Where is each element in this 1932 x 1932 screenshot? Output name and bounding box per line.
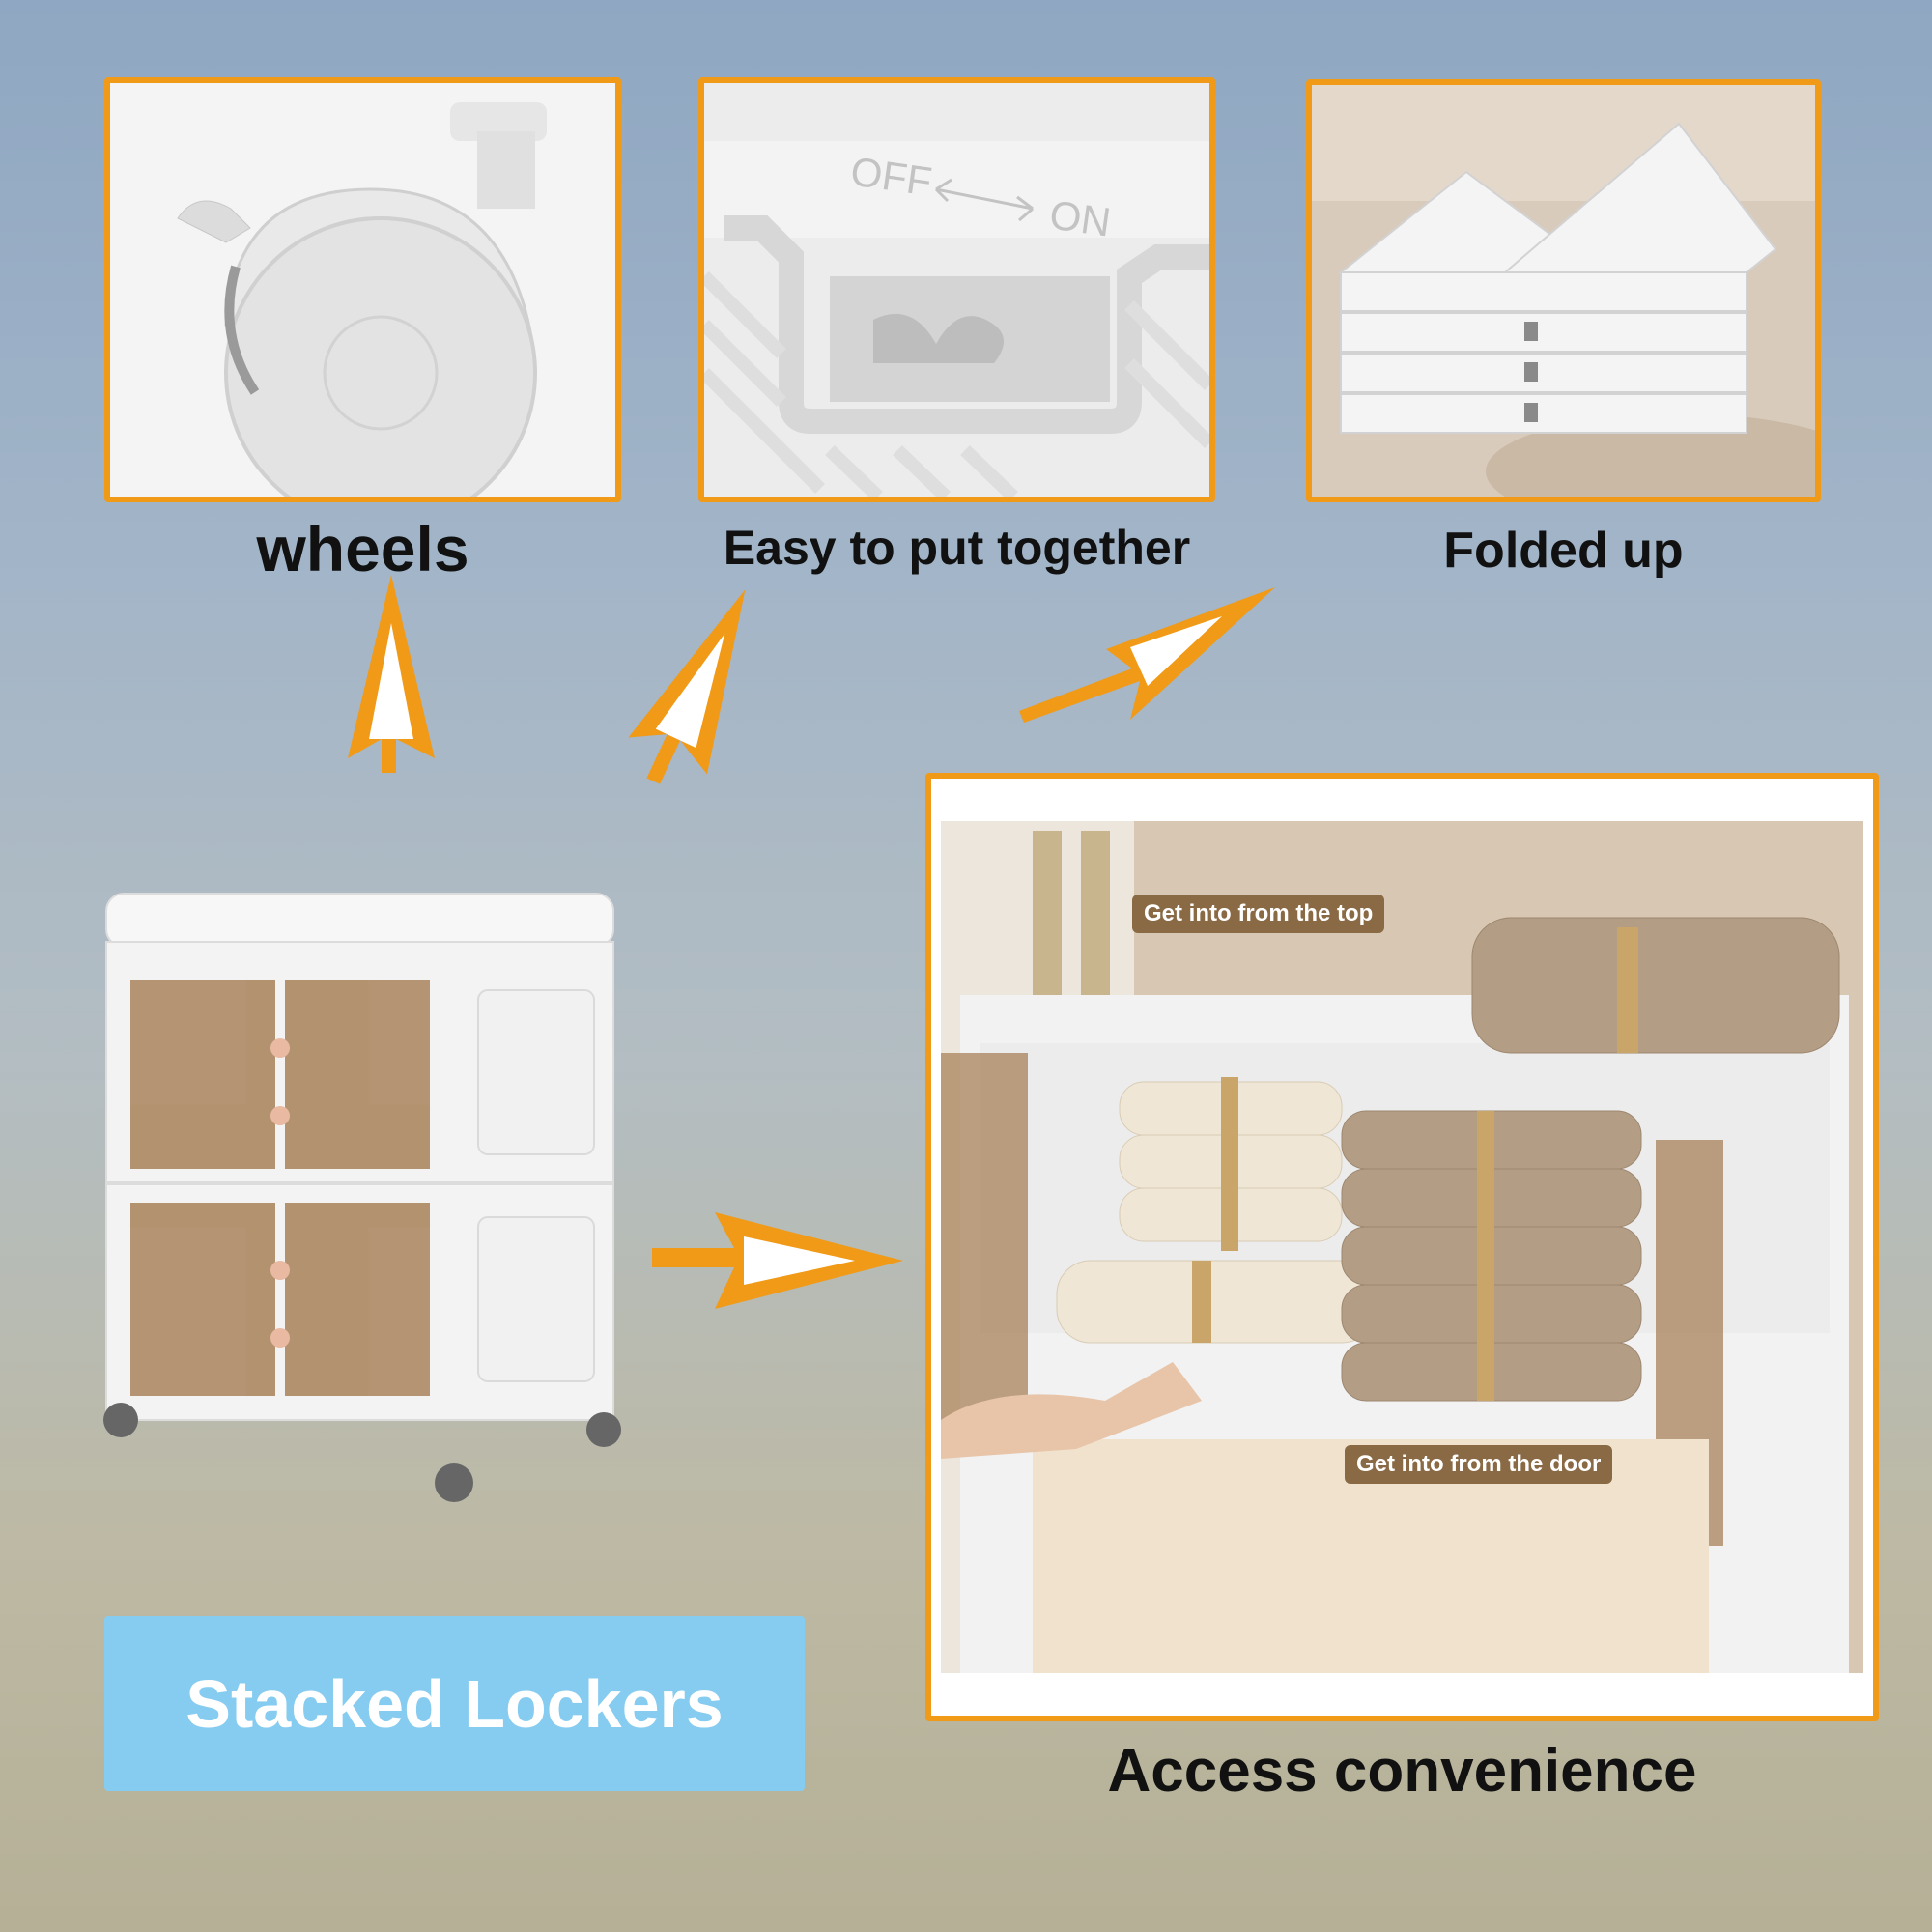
door-access-tag: Get into from the door — [1345, 1445, 1613, 1484]
latch-on-label: ON — [1047, 191, 1114, 244]
wheel-photo-panel — [104, 77, 621, 502]
folded-box-icon — [1312, 85, 1815, 497]
badge-label: Stacked Lockers — [185, 1665, 724, 1742]
arrow-up-icon — [348, 575, 435, 773]
arrow-right-up-icon — [1019, 587, 1275, 723]
folded-caption: Folded up — [1443, 523, 1684, 579]
wheel-caster-icon — [110, 83, 615, 497]
assembly-caption: Easy to put together — [723, 521, 1191, 575]
latch-switch-icon: OFF ON — [704, 83, 1209, 497]
open-cabinet-image — [941, 821, 1863, 1673]
stacked-cabinet-image — [103, 893, 621, 1502]
folded-photo-panel — [1306, 79, 1821, 502]
access-caption: Access convenience — [1107, 1738, 1697, 1804]
wheels-caption: wheels — [256, 513, 469, 584]
access-photo-panel: Get into from the top Get into from the … — [925, 773, 1879, 1721]
stacked-lockers-badge: Stacked Lockers — [104, 1616, 805, 1791]
latch-off-label: OFF — [848, 148, 935, 204]
top-access-tag: Get into from the top — [1132, 895, 1385, 933]
latch-photo-panel: OFF ON — [698, 77, 1215, 502]
arrow-up-right-icon — [628, 589, 746, 784]
arrow-right-icon — [652, 1212, 903, 1309]
